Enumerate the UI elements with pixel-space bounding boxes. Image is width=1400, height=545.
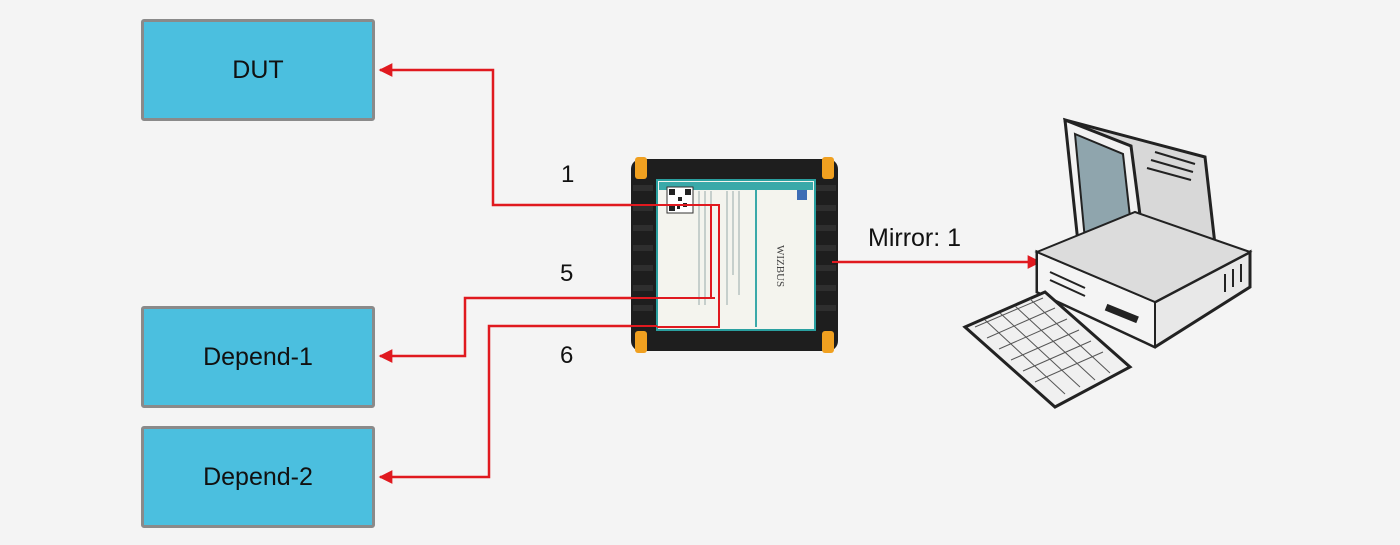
dut-label: DUT [232, 55, 284, 84]
dut-box: DUT [141, 19, 375, 121]
port-1-label: 1 [561, 161, 575, 188]
wire-port1-to-dut [378, 63, 635, 207]
desktop-computer-icon [962, 117, 1253, 409]
network-tap-device-icon: WIZBUS [627, 157, 842, 353]
port-6-label: 6 [560, 342, 574, 369]
port-5-label: 5 [560, 260, 574, 287]
wire-port5-to-depend1 [378, 296, 635, 363]
depend-1-label: Depend-1 [203, 342, 313, 371]
depend-2-box: Depend-2 [141, 426, 375, 528]
depend-2-label: Depend-2 [203, 462, 313, 491]
depend-1-box: Depend-1 [141, 306, 375, 408]
wire-port6-to-depend2 [378, 324, 635, 484]
mirror-label: Mirror: 1 [868, 224, 962, 252]
device-brand: WIZBUS [774, 245, 786, 287]
